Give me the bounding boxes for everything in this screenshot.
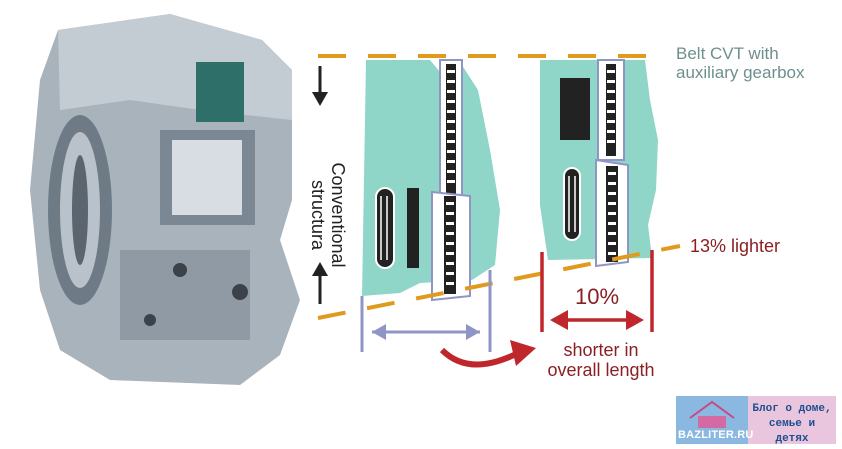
conv-length-arrow-left [372, 324, 386, 340]
transmission-photo [30, 14, 300, 385]
conventional-structure-label: Conventional structura [307, 162, 348, 268]
house-icon [689, 400, 735, 428]
belt-cvt-label: Belt CVT with auxiliary gearbox [676, 44, 805, 83]
cvt-aux-gear-block [560, 78, 590, 140]
transition-curved-arrow [439, 347, 522, 368]
cvt-aux-gear-oval [563, 167, 581, 241]
shorter-length-label: shorter in overall length [547, 340, 655, 381]
conv-length-arrow-right [466, 324, 480, 340]
logo-house-area: BAZLITER.RU [676, 396, 753, 444]
height-arrows [312, 66, 328, 304]
percent-label: 10% [575, 284, 620, 309]
cvt-length-markers [540, 250, 654, 332]
cvt-length-arrow-right [626, 310, 644, 330]
site-logo[interactable]: BAZLITER.RU Блог о доме, семье и детях [676, 396, 836, 445]
bottom-reference-line [317, 244, 681, 320]
conventional-length-markers [360, 270, 492, 352]
conv-chain-top [447, 70, 455, 183]
lighter-label: 13% lighter [690, 236, 781, 256]
conv-gear-left [375, 187, 395, 269]
conv-gear-right [407, 188, 419, 268]
cvt-length-arrow-left [550, 310, 568, 330]
logo-site-name: BAZLITER.RU [678, 429, 754, 441]
logo-tagline: Блог о доме, семье и детях [752, 403, 832, 445]
